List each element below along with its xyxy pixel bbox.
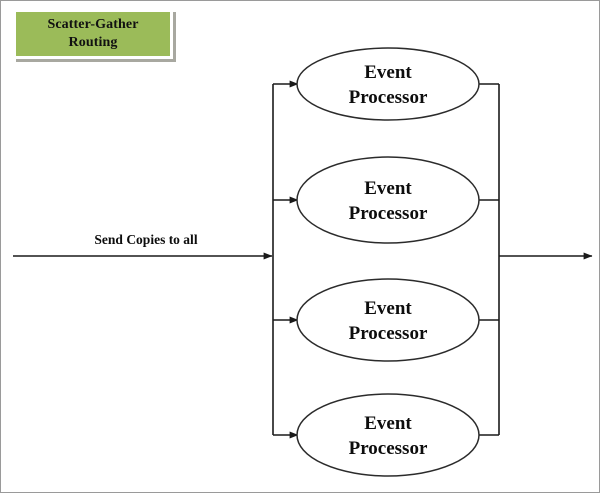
event-processor-label-1-line-2: Processor	[349, 87, 428, 108]
event-processor-label-4-line-2: Processor	[349, 438, 428, 459]
diagram-title-line-2: Routing	[68, 35, 118, 50]
event-processor-node-1	[296, 47, 480, 121]
event-processor-label-3-line-2: Processor	[349, 323, 428, 344]
send-copies-label: Send Copies to all	[94, 232, 197, 247]
event-processor-label-2-line-1: Event	[364, 178, 412, 199]
event-processor-node-3	[296, 278, 480, 362]
diagram-title-line-1: Scatter-Gather	[47, 17, 139, 33]
diagram-title-text: Scatter-Gather Routing	[47, 16, 138, 52]
event-processor-node-4	[296, 393, 480, 477]
event-processor-label-1-line-1: Event	[364, 62, 412, 83]
event-processor-label-4-line-1: Event	[364, 413, 412, 434]
event-processor-label-3-line-1: Event	[364, 298, 412, 319]
diagram-title-badge: Scatter-Gather Routing	[13, 9, 173, 59]
event-processor-label-2-line-2: Processor	[349, 203, 428, 224]
event-processor-node-2	[296, 156, 480, 244]
